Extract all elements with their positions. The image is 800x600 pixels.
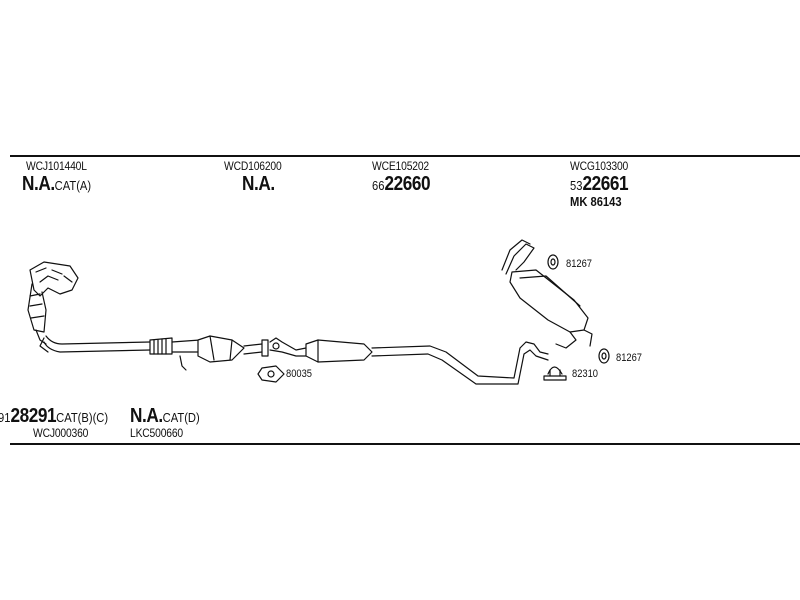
top-rule <box>10 155 800 157</box>
part-code-col4: WCG103300 <box>570 159 629 173</box>
mounting-kit-col4: MK 86143 <box>570 194 622 209</box>
part-number-col2: N.A. <box>242 173 275 195</box>
middle-pipe <box>269 337 307 357</box>
bottom-code-mid: LKC500660 <box>130 426 183 440</box>
part-code-col3: WCE105202 <box>372 159 429 173</box>
part-number-col1: N.A.CAT(A) <box>22 173 92 195</box>
part-number-col3: 6622660 <box>372 173 431 195</box>
clamp-part-number: 82310 <box>572 368 599 380</box>
catalytic-converter <box>197 335 269 363</box>
clamp-icon <box>543 366 567 381</box>
rubber-hanger-bottom-icon <box>598 348 610 364</box>
front-pipe <box>39 335 201 371</box>
hanger-bottom-part-number: 81267 <box>616 352 643 364</box>
centre-silencer <box>305 339 549 385</box>
rubber-hanger-top-icon <box>547 254 559 270</box>
part-code-col2: WCD106200 <box>224 159 282 173</box>
gasket-part-number: 80035 <box>286 368 313 380</box>
bottom-part-number-mid: N.A.CAT(D) <box>130 405 200 427</box>
bottom-code-left: WCJ000360 <box>33 426 89 440</box>
bottom-rule <box>10 443 800 445</box>
gasket-icon <box>257 365 285 383</box>
hanger-top-part-number: 81267 <box>566 258 593 270</box>
part-number-col4: 5322661 <box>570 173 629 195</box>
rear-silencer <box>501 239 593 349</box>
part-code-col1: WCJ101440L <box>26 159 87 173</box>
bottom-part-number-left: 9128291CAT(B)(C) <box>0 405 109 427</box>
exhaust-manifold <box>27 261 79 345</box>
